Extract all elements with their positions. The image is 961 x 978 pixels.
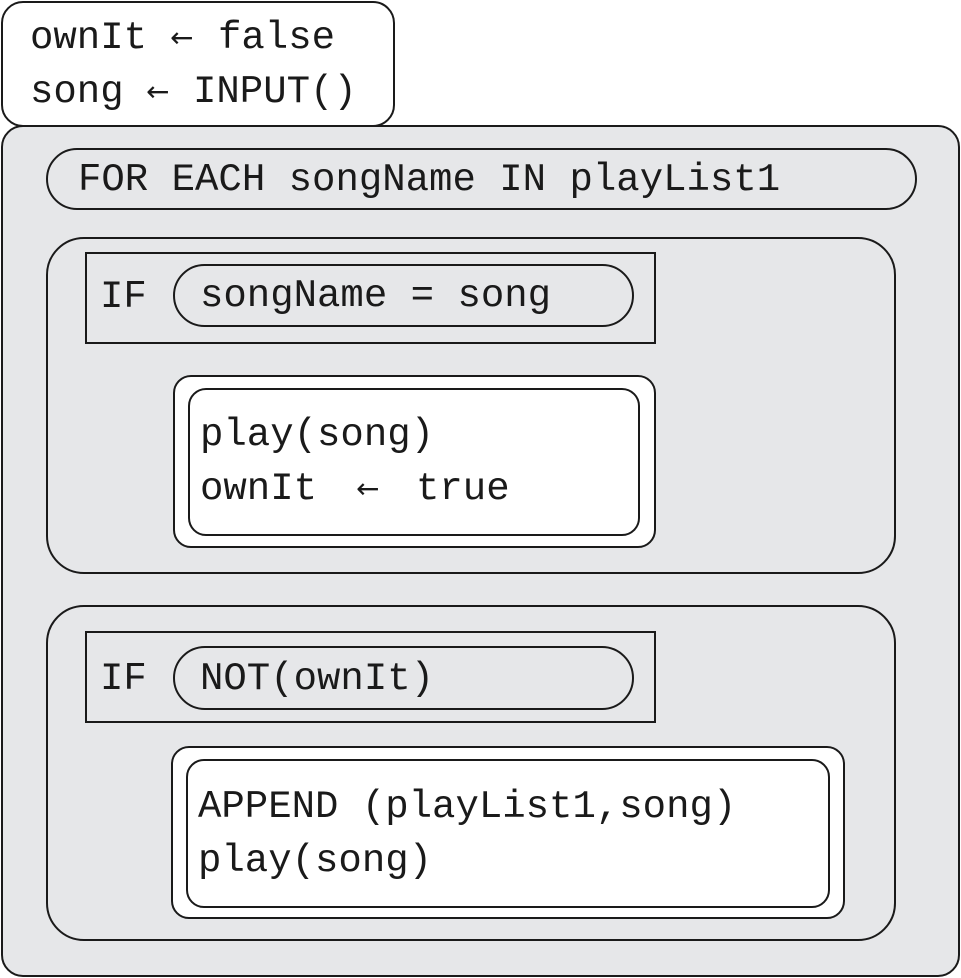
init-block [1,1,395,127]
if-1-body-ownit-value: true [416,467,510,511]
for-each-header [46,148,917,210]
init-song-value: INPUT() [193,70,357,114]
assign-arrow-icon: ← [170,21,194,54]
if-2-condition-text: NOT(ownIt) [200,657,435,701]
assign-arrow-icon: ← [356,472,380,505]
assign-arrow-icon: ← [146,75,170,108]
if-2-keyword: IF [100,657,147,701]
if-1-body-ownit-var: ownIt [200,467,318,511]
if-2-body-append: APPEND (playList1,song) [198,785,737,829]
for-each-header-text: FOR EACH songName IN playList1 [78,158,781,202]
if-1-keyword: IF [100,275,147,319]
if-2-body [186,759,830,908]
if-1-body-play: play(song) [200,413,435,457]
init-song-var: song [30,70,124,114]
init-ownit-value: false [218,16,336,60]
if-1-condition-pill [173,264,634,327]
if-1-condition-text: songName = song [200,274,552,318]
if-2-condition-pill [173,646,634,710]
if-2-body-play: play(song) [198,839,433,883]
init-ownit-var: ownIt [30,16,148,60]
if-1-body [188,388,640,536]
